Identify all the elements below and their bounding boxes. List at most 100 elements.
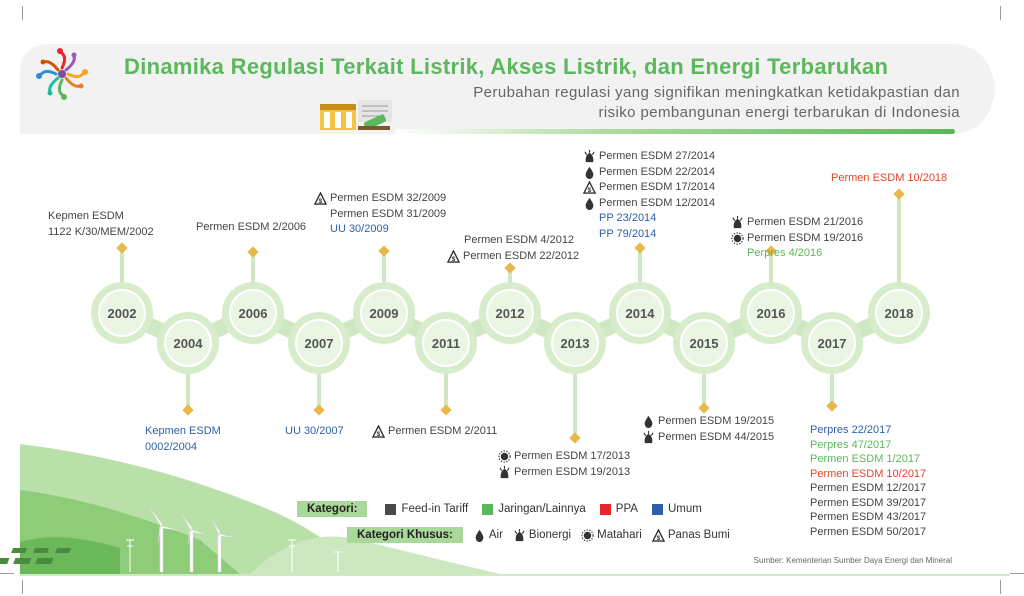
event-group-2017: Perpres 22/2017 Perpres 47/2017 Permen E… — [810, 423, 926, 539]
matahari-icon — [581, 528, 594, 542]
legend-label: Bionergi — [528, 529, 572, 541]
year-label: 2009 — [370, 306, 399, 321]
event-item: Permen ESDM 44/2015 — [658, 430, 775, 443]
event-item: Permen ESDM 31/2009 — [330, 207, 447, 220]
legend-label: Jaringan/Lainnya — [498, 503, 586, 515]
event-group-2006: Permen ESDM 2/2006 — [196, 220, 306, 236]
panas-bumi-icon: $ — [447, 249, 460, 263]
event-item: Permen ESDM 22/2014 — [599, 165, 716, 178]
panas-bumi-icon: $ — [583, 181, 596, 194]
air-icon — [475, 529, 484, 542]
bioenergi-icon — [643, 430, 654, 443]
timeline-marker — [182, 404, 194, 416]
year-node — [875, 289, 923, 337]
svg-text:$: $ — [452, 256, 456, 263]
year-node — [486, 289, 534, 337]
legend-label: Air — [488, 529, 503, 541]
event-item: Perpres 22/2017 — [810, 424, 892, 436]
year-label: 2012 — [496, 306, 525, 321]
event-group-2002: Kepmen ESDM 1122 K/30/MEM/2002 — [48, 209, 154, 240]
event-item: Permen ESDM 2/2006 — [196, 221, 307, 233]
gavel-illustration — [320, 100, 392, 130]
event-group-2014: Permen ESDM 27/2014 Permen ESDM 22/2014 … — [583, 149, 715, 242]
event-item: PP 23/2014 — [599, 212, 657, 224]
event-item: Permen ESDM 21/2016 — [747, 216, 864, 228]
event-item: Kepmen ESDM — [48, 210, 124, 222]
bioenergi-icon — [514, 528, 525, 541]
crop-mark — [1000, 580, 1001, 594]
year-label: 2002 — [108, 306, 137, 321]
year-label: 2016 — [757, 306, 786, 321]
air-icon — [585, 197, 594, 210]
year-label: 2018 — [885, 306, 914, 321]
svg-text:$: $ — [588, 187, 592, 194]
timeline-marker — [378, 245, 390, 257]
event-group-2007: UU 30/2007 — [285, 424, 344, 440]
event-group-2011: $Permen ESDM 2/2011 — [372, 424, 497, 440]
legend-swatch-jaringan — [482, 503, 494, 515]
legend-kategori-title: Kategori: — [297, 501, 368, 517]
year-node — [551, 319, 599, 367]
legend-label: Umum — [667, 503, 702, 515]
event-item: Permen ESDM 22/2012 — [463, 249, 580, 262]
event-item: Permen ESDM 10/2018 — [831, 172, 948, 184]
year-label: 2007 — [305, 336, 334, 351]
air-icon — [585, 166, 594, 179]
panas-bumi-icon: $ — [651, 528, 665, 542]
legend-label: Feed-in Tariff — [401, 503, 469, 515]
timeline-marker — [893, 188, 905, 200]
timeline-marker — [116, 242, 128, 254]
air-icon — [644, 416, 653, 429]
event-item: Permen ESDM 19/2015 — [658, 415, 775, 427]
legend-label: Panas Bumi — [667, 529, 730, 541]
timeline-marker — [569, 432, 581, 444]
event-item: Permen ESDM 50/2017 — [810, 525, 927, 538]
timeline-marker — [440, 404, 452, 416]
year-node — [422, 319, 470, 367]
event-group-2016: Permen ESDM 21/2016 Permen ESDM 19/2016 … — [731, 215, 863, 262]
legend-kategori: Kategori: Feed-in Tariff Jaringan/Lainny… — [297, 501, 702, 517]
event-item: UU 30/2007 — [285, 425, 344, 437]
timeline-marker — [826, 400, 838, 412]
year-node — [747, 289, 795, 337]
legend-swatch-ppa — [599, 503, 611, 515]
year-node — [295, 319, 343, 367]
legend-kategori-khusus: Kategori Khusus: Air Bionergi Matahari $… — [347, 527, 740, 543]
event-item: Permen ESDM 17/2014 — [599, 181, 716, 193]
crop-mark — [1000, 6, 1001, 20]
event-item: Permen ESDM 19/2016 — [747, 231, 864, 244]
event-group-2004: Kepmen ESDM 0002/2004 — [145, 424, 221, 455]
crop-mark — [1010, 573, 1024, 574]
year-label: 2013 — [561, 336, 590, 351]
year-label: 2014 — [626, 306, 656, 321]
header-underline — [395, 129, 955, 134]
year-label: 2004 — [174, 336, 204, 351]
timeline-marker — [634, 242, 646, 254]
event-item: Permen ESDM 27/2014 — [599, 150, 716, 162]
event-item: 0002/2004 — [145, 440, 197, 453]
year-label: 2011 — [432, 336, 460, 351]
crop-mark — [22, 6, 23, 20]
event-item: Permen ESDM 1/2017 — [810, 453, 921, 465]
event-item: Permen ESDM 4/2012 — [464, 234, 575, 246]
year-label: 2006 — [239, 306, 268, 321]
event-group-2012: Permen ESDM 4/2012 $ Permen ESDM 22/2012 — [447, 233, 579, 264]
year-node — [98, 289, 146, 337]
matahari-icon — [731, 232, 744, 245]
legend-label: PPA — [615, 503, 638, 515]
crop-mark — [22, 580, 23, 594]
bioenergi-icon — [732, 216, 743, 229]
logo-icon — [36, 48, 88, 100]
timeline-marker — [698, 402, 710, 414]
year-label: 2017 — [818, 336, 847, 351]
timeline-marker — [765, 245, 777, 257]
legend-swatch-umum — [651, 503, 663, 515]
event-item: Perpres 4/2016 — [747, 247, 823, 259]
timeline-marker — [313, 404, 325, 416]
event-group-2015: Permen ESDM 19/2015 Permen ESDM 44/2015 — [642, 414, 774, 445]
header-background — [20, 44, 995, 134]
year-node — [229, 289, 277, 337]
source-note: Sumber: Kementerian Sumber Daya Energi d… — [753, 556, 952, 565]
event-item: Permen ESDM 12/2014 — [599, 196, 716, 209]
event-group-2018: Permen ESDM 10/2018 — [831, 171, 947, 187]
